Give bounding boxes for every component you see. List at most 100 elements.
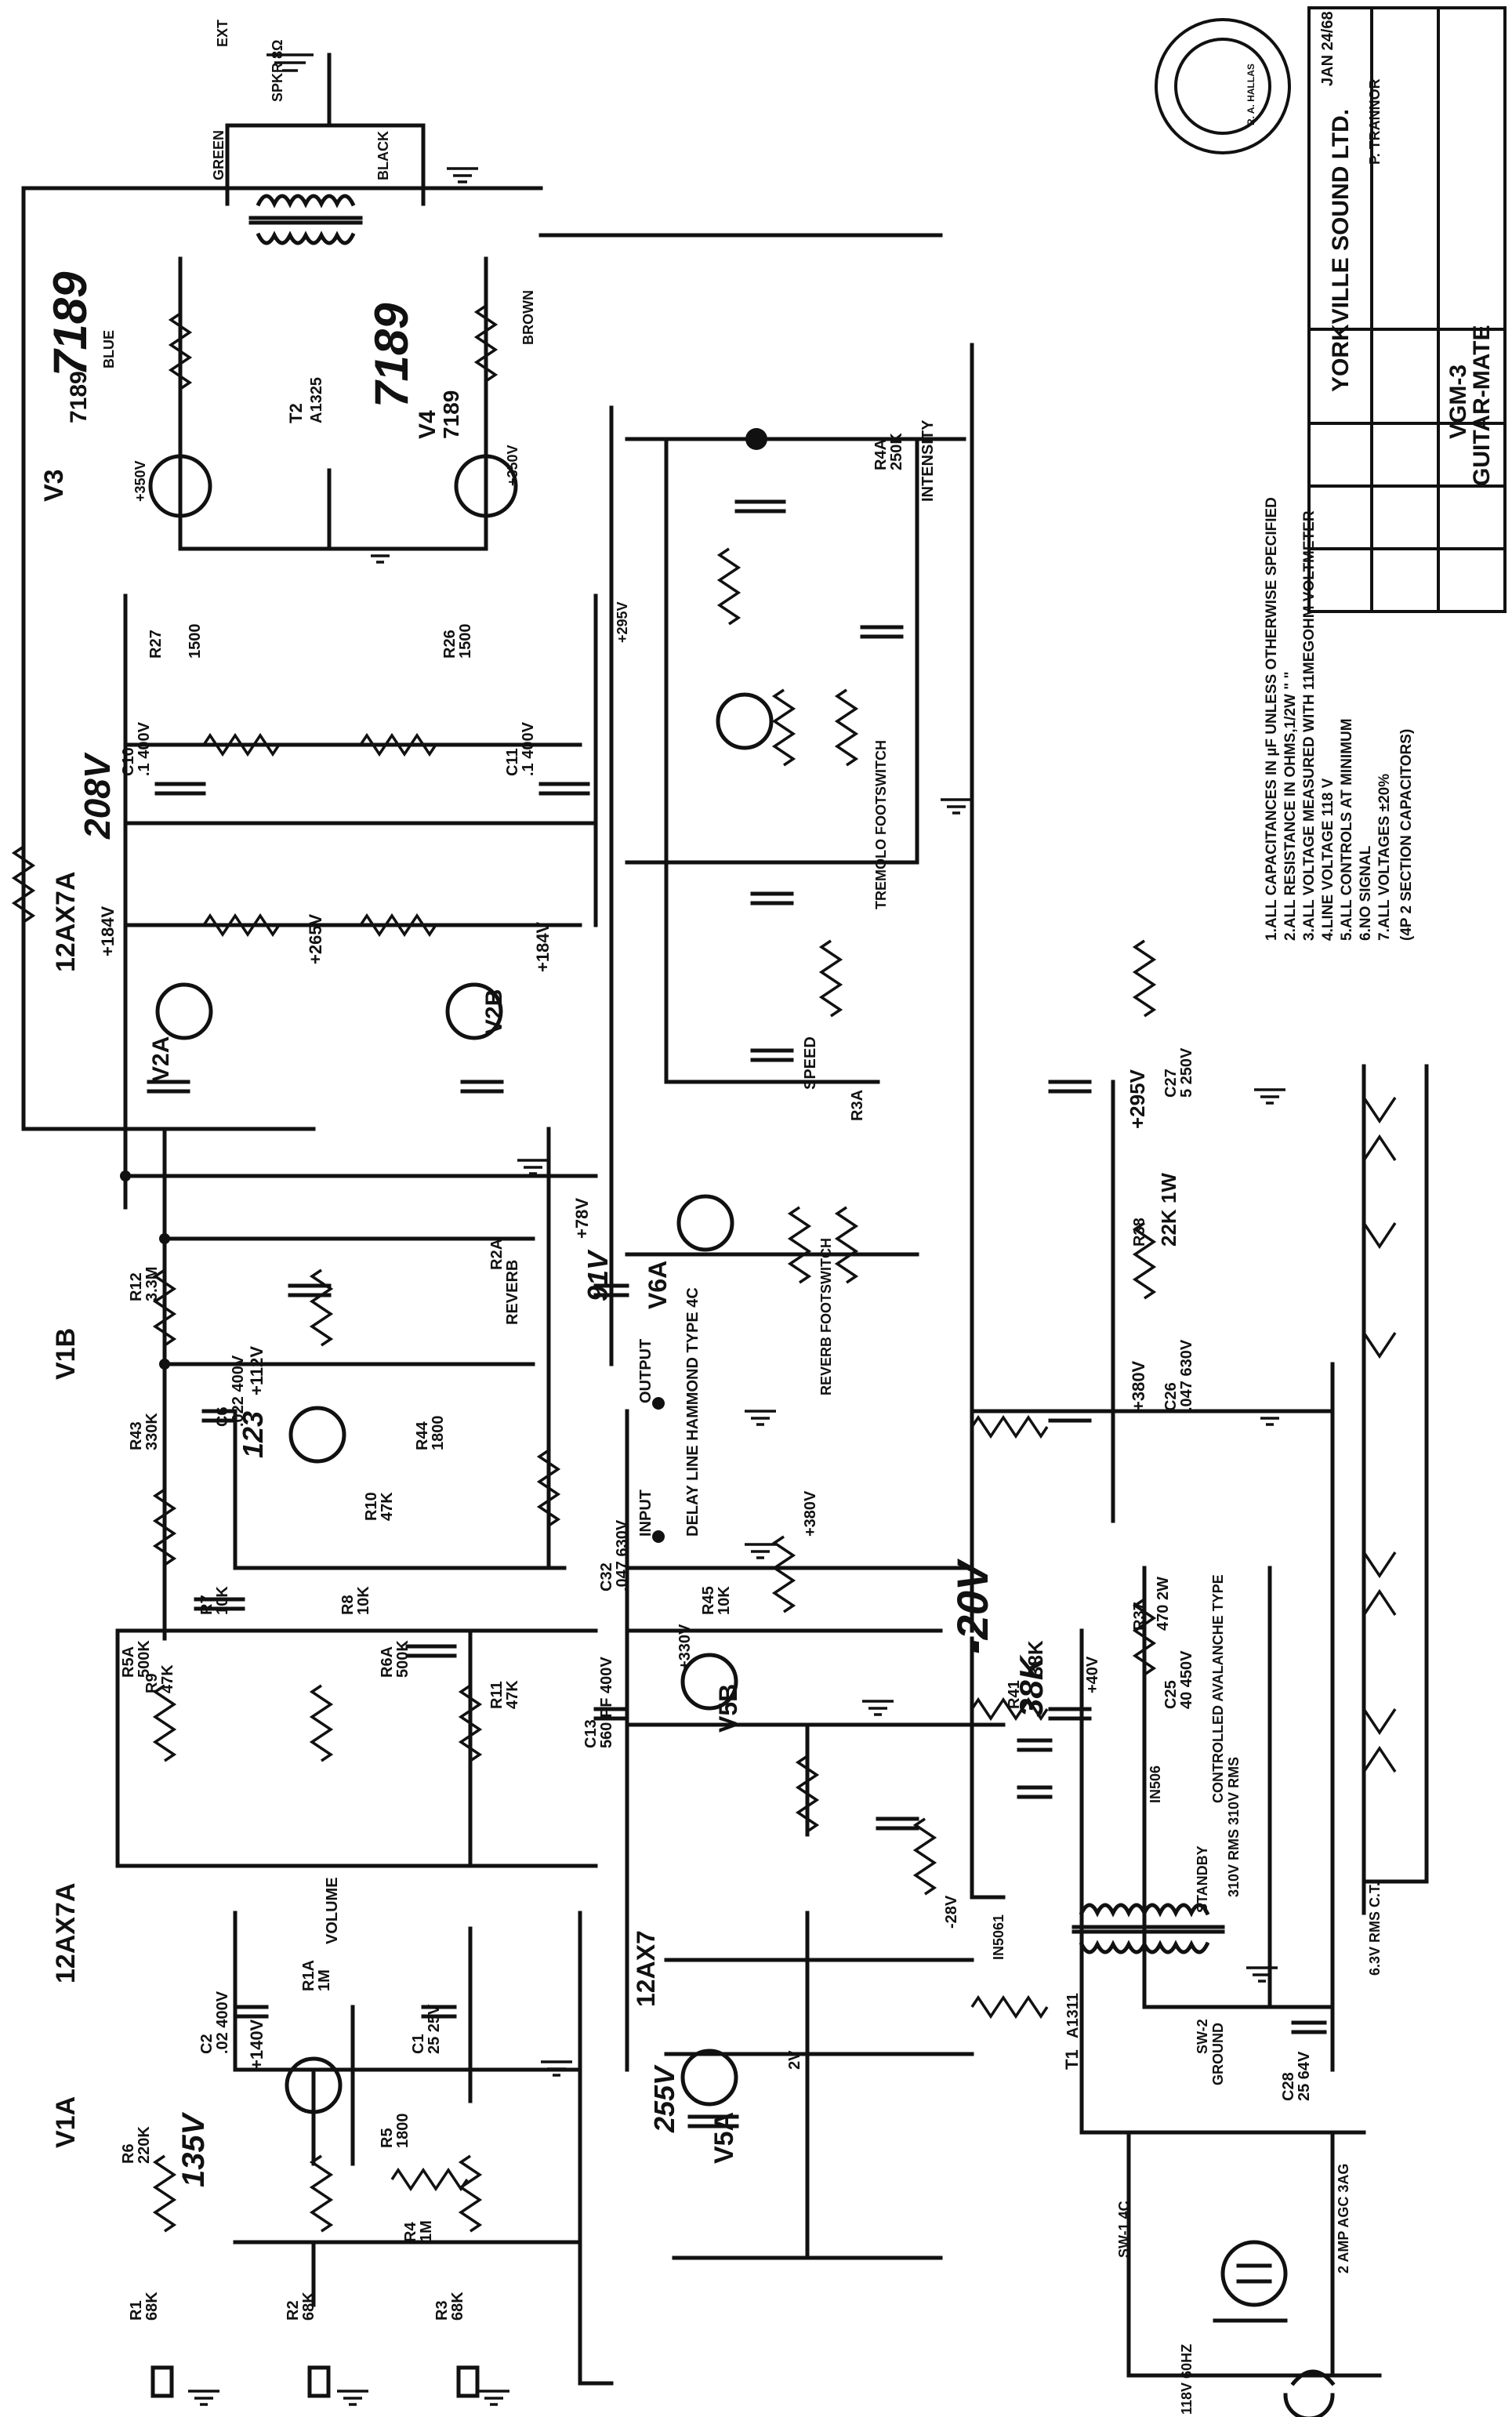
voltage-v5a-cathode: 2V <box>786 2050 803 2070</box>
c6-label: C6 <box>214 1406 231 1427</box>
r44-label: R44 <box>414 1421 431 1450</box>
model-number: VGM-3 <box>1445 365 1471 439</box>
fuse-icon <box>1290 2369 1336 2386</box>
note-2: 2.ALL RESISTANCE IN OHMS,1/2W " " <box>1282 671 1299 941</box>
resistor-labels: R1 68K R2 68K R3 68K R4 1M R5 1800 R6 22… <box>120 624 1180 2321</box>
hw-208v: 208V <box>77 752 118 840</box>
r41-value: 38K <box>1024 1640 1047 1678</box>
r5a-value: 500K <box>136 1640 153 1678</box>
hw-255v: 255V <box>648 2064 680 2133</box>
c26-label: C28 <box>1280 2072 1297 2101</box>
r4-value: 1M <box>418 2220 435 2242</box>
sw2-label: SW-2 <box>1195 2019 1210 2054</box>
r7-value: 10K <box>214 1586 231 1615</box>
voltage-labels: +350V +350V +295V +265V +184V +184V +140… <box>98 445 1149 2070</box>
tube-v6a-label: V6A <box>644 1261 672 1309</box>
note-1: 1.ALL CAPACITANCES IN µF UNLESS OTHERWIS… <box>1264 497 1280 941</box>
tube-v1b-label: V1B <box>51 1328 81 1380</box>
c13-value: 560 PF 400V <box>598 1657 615 1748</box>
c6-value: .022 400V <box>230 1355 247 1427</box>
t2-part: A1325 <box>308 377 325 423</box>
voltage-r37: +380V <box>1129 1360 1148 1411</box>
r45-label: R45 <box>700 1586 717 1615</box>
tube-v3-type: 7189 <box>66 371 92 423</box>
mains-label: 118V 60HZ <box>1179 2344 1195 2415</box>
volume-ref: R1A <box>300 1960 317 1991</box>
note-7: 7.ALL VOLTAGES ±20% <box>1376 774 1393 941</box>
mains-plug-icon <box>1283 2393 1335 2417</box>
r4-label: R4 <box>402 2222 419 2242</box>
r3-value: 68K <box>449 2292 466 2321</box>
input-jacks <box>150 2365 480 2398</box>
misc-labels: EXT SPKR 8Ω GREEN BLACK BLUE BROWN REVER… <box>101 20 1383 2415</box>
voltage-v3-plate: +350V <box>132 460 148 502</box>
voltage-v5b-plate: +330V <box>676 1624 694 1670</box>
c2-label: C2 <box>198 2034 216 2054</box>
volume-label: VOLUME <box>324 1877 341 1944</box>
hv-winding-label: 310V RMS 310V RMS <box>1226 1757 1242 1897</box>
c23-label: C25 <box>1162 1680 1180 1709</box>
capacitor-labels: C1 25 25V C2 .02 400V C6 .022 400V C10 .… <box>120 721 1313 2101</box>
volume-value: 1M <box>316 1969 333 1991</box>
r12-value: 3.3M <box>143 1267 161 1301</box>
c10-label: C10 <box>120 747 137 776</box>
hw-v3-type: 7189 <box>44 271 96 376</box>
r26-label: R26 <box>441 630 459 659</box>
c25-value: 5 250V <box>1178 1047 1195 1098</box>
tube-labels: V1A 12AX7A V1B V2A 12AX7A V2B V3 7189 V4… <box>39 371 742 2164</box>
t1-part: A1311 <box>1064 1993 1082 2038</box>
reverb-ref: R2A <box>488 1239 506 1270</box>
intensity-ref: R4A <box>872 439 890 470</box>
ground-switch-label: GROUND <box>1210 2023 1226 2085</box>
voltage-v2b-cathode: +184V <box>533 921 553 972</box>
r11-value: 47K <box>504 1680 521 1709</box>
intensity-value: 250K <box>888 433 905 470</box>
control-labels: VOLUME R1A 1M REVERB R2A SPEED R3A INTEN… <box>120 419 937 1991</box>
avalanche-label: CONTROLLED AVALANCHE TYPE <box>1210 1574 1226 1803</box>
c13-label: C13 <box>582 1719 600 1748</box>
spkr-label: SPKR 8Ω <box>270 40 285 102</box>
intensity-label: INTENSITY <box>919 419 937 502</box>
note-3: 3.ALL VOLTAGE MEASURED WITH 11MEGOHM VOL… <box>1301 510 1318 941</box>
c1-label: C1 <box>410 2034 427 2054</box>
voltage-bias: +40V <box>1084 1656 1101 1693</box>
tremolo-footswitch-label: TREMOLO FOOTSWITCH <box>873 740 889 909</box>
heater-wiring-diagram <box>1362 1097 1397 1773</box>
c11-label: C11 <box>504 748 521 776</box>
r6a-value: 500K <box>394 1640 412 1678</box>
c25-label: C27 <box>1162 1069 1180 1098</box>
note-6: 6.NO SIGNAL <box>1358 845 1374 941</box>
voltage-v2a-cathode: +184V <box>98 905 118 956</box>
r41-label: R41 <box>1006 1680 1023 1709</box>
tube-v4-label: V4 <box>415 410 441 439</box>
r9-label: R9 <box>143 1673 161 1693</box>
r8-value: 10K <box>355 1586 372 1615</box>
voltage-v1a-plate: +140V <box>247 2019 267 2070</box>
tube-v2a-label: V2A <box>148 1036 174 1082</box>
capacitor-symbols <box>147 499 1327 2128</box>
tube-v1a-type: 12AX7A <box>51 1882 81 1983</box>
tube-v5-type: 12AX7 <box>632 1930 660 2007</box>
hw-v4-type: 7189 <box>365 303 418 408</box>
tube-v1a-label: V1A <box>51 2096 81 2148</box>
r2-value: 68K <box>300 2292 317 2321</box>
lamp-filament-icon <box>1236 2263 1272 2284</box>
r26-value: 1500 <box>457 624 474 659</box>
note-4: 4.LINE VOLTAGE 118 V <box>1320 778 1336 941</box>
voltage-v1b-plate: +112V <box>247 1346 267 1395</box>
r10-label: R10 <box>363 1492 380 1521</box>
title-block: YORKVILLE SOUND LTD. GUITAR-MATE VGM-3 J… <box>1155 6 1507 613</box>
junction-dots <box>120 428 767 1543</box>
tube-v2b-label: V2B <box>481 989 507 1035</box>
r27-label: R27 <box>147 630 165 659</box>
drawn-by: P. TRANNOR <box>1367 78 1383 165</box>
r45-value: 10K <box>716 1586 733 1615</box>
standby-label: STANDBY <box>1195 1845 1210 1913</box>
c32-label: C32 <box>598 1562 615 1591</box>
ext-label: EXT <box>215 20 230 47</box>
r37-label: R37 <box>1131 1602 1148 1631</box>
diode2-label: IN506 <box>1148 1766 1163 1803</box>
drawing-date: JAN 24/68 <box>1319 11 1336 86</box>
brown-wire-label: BROWN <box>520 290 536 345</box>
filament-label: 6.3V RMS C.T. <box>1367 1882 1383 1976</box>
